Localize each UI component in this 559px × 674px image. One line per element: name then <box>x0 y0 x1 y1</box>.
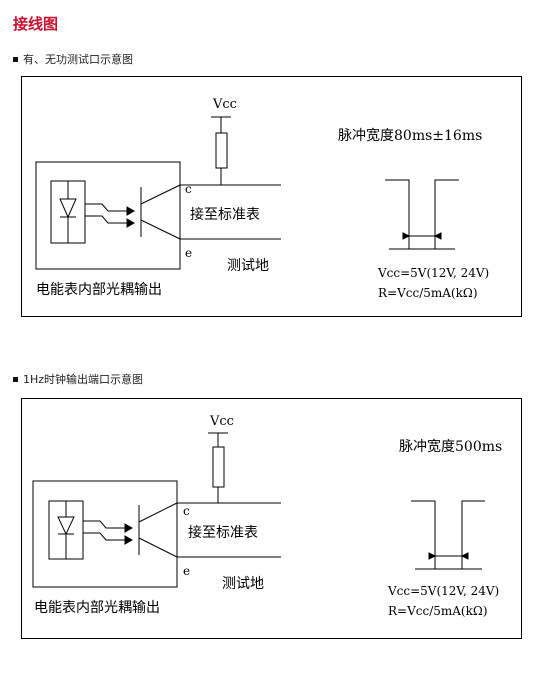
circuit-diagram-svg: Vcc c e 接至标准表 测试地 电能表内部光耦输出 脉冲宽度500ms Vc… <box>32 414 502 618</box>
meter-optocoupler-output-label: 电能表内部光耦输出 <box>34 600 160 616</box>
pulse-width-label: 脉冲宽度500ms <box>399 438 502 455</box>
resistor-icon <box>211 116 231 185</box>
terminal-e-label: e <box>185 246 192 260</box>
optocoupler-outer-box <box>35 161 181 270</box>
pulse-waveform-icon <box>411 500 485 570</box>
resistor-spec-label: R=Vcc/5mA(kΩ) <box>388 604 488 618</box>
page-title: 接线图 <box>13 15 59 33</box>
light-emission-arrows-icon <box>85 203 136 228</box>
vcc-spec-label: Vcc=5V(12V, 24V) <box>387 584 499 598</box>
resistor-spec-label: R=Vcc/5mA(kΩ) <box>378 286 478 300</box>
phototransistor-icon <box>138 502 178 558</box>
light-emission-arrows-icon <box>83 520 134 545</box>
meter-optocoupler-output-label: 电能表内部光耦输出 <box>36 282 162 298</box>
diagram-1hz-clock: Vcc c e 接至标准表 测试地 电能表内部光耦输出 脉冲宽度500ms Vc… <box>21 398 522 639</box>
phototransistor-icon <box>140 184 181 240</box>
pulse-waveform-icon <box>385 179 459 250</box>
vcc-label: Vcc <box>209 414 234 429</box>
optocoupler-outer-box <box>32 480 178 588</box>
circuit-diagram-svg: Vcc c e 接至标准表 测试地 电能表内部光耦输出 脉冲宽度80ms±16m… <box>35 97 489 300</box>
section-heading-label: 有、无功测试口示意图 <box>23 53 133 66</box>
bullet-icon <box>13 376 18 382</box>
led-diode-icon <box>57 501 75 559</box>
terminal-c-label: c <box>185 182 192 196</box>
test-ground-label: 测试地 <box>227 258 269 274</box>
terminal-c-label: c <box>183 504 190 518</box>
section-heading-label: 1Hz时钟输出端口示意图 <box>23 373 144 386</box>
led-diode-icon <box>59 181 77 243</box>
to-standard-meter-label: 接至标准表 <box>188 524 258 541</box>
to-standard-meter-label: 接至标准表 <box>190 206 260 223</box>
diagram-active-reactive: Vcc c e 接至标准表 测试地 电能表内部光耦输出 脉冲宽度80ms±16m… <box>21 76 522 317</box>
test-ground-label: 测试地 <box>222 576 264 592</box>
pulse-width-label: 脉冲宽度80ms±16ms <box>338 127 482 144</box>
resistor-icon <box>208 432 228 503</box>
vcc-label: Vcc <box>212 97 237 112</box>
vcc-spec-label: Vcc=5V(12V, 24V) <box>377 266 489 280</box>
section-heading-1hz-clock: 1Hz时钟输出端口示意图 <box>13 371 143 387</box>
bullet-icon <box>13 56 18 62</box>
section-heading-active-reactive: 有、无功测试口示意图 <box>13 51 133 67</box>
terminal-e-label: e <box>183 564 190 578</box>
